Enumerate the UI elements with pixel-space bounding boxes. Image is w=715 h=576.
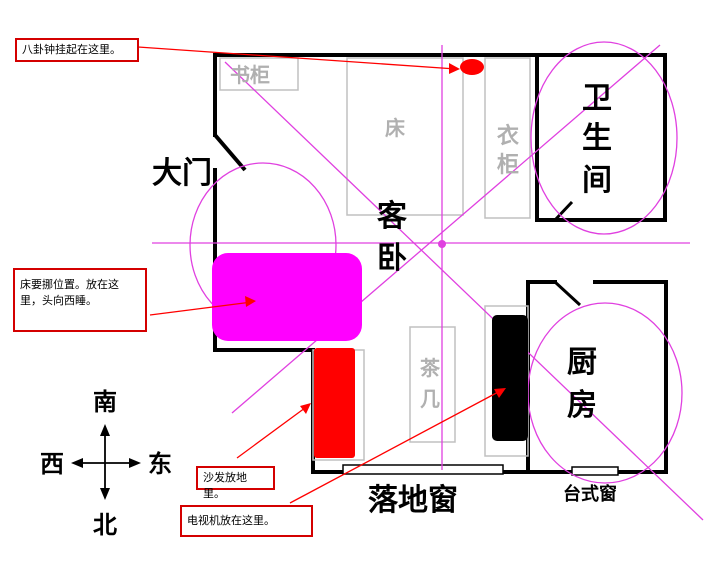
wardrobe-label-1: 衣	[497, 123, 519, 149]
floor-window-label: 落地窗	[368, 483, 458, 518]
bathroom-label-2: 生	[582, 121, 612, 156]
tea-table-label-2: 几	[420, 387, 440, 411]
compass-south: 南	[93, 388, 117, 416]
bookcase-label: 书柜	[230, 63, 270, 87]
kitchen-label-2: 房	[567, 388, 597, 423]
note-tv: 电视机放在这里。	[180, 505, 313, 537]
main-door-swing	[213, 133, 247, 172]
kitchen-door-swing	[553, 280, 582, 307]
new-bed-position	[212, 253, 362, 341]
bathroom-label-3: 间	[582, 163, 612, 198]
compass-east: 东	[148, 450, 172, 478]
bathroom-door-swing	[553, 200, 574, 222]
note-sofa: 沙发放地里。	[196, 466, 275, 500]
note-bagua-clock: 八卦钟挂起在这里。	[15, 38, 139, 62]
bathroom-label-1: 卫	[582, 81, 612, 116]
center-point	[438, 240, 446, 248]
tv-stand	[492, 315, 528, 441]
tea-table-outline	[409, 326, 456, 443]
bay-window	[571, 466, 619, 476]
pointers	[137, 46, 503, 504]
compass-west: 西	[40, 450, 64, 478]
note-bed-move: 床要挪位置。放在这里，头向西睡。	[13, 268, 147, 332]
bedroom-label-2: 卧	[377, 241, 407, 276]
compass	[71, 424, 141, 500]
floor-window	[342, 464, 504, 475]
kitchen-label-1: 厨	[567, 345, 597, 380]
bay-window-label: 台式窗	[563, 483, 617, 505]
compass-north: 北	[93, 511, 117, 539]
sofa	[314, 348, 355, 458]
tea-table-label-1: 茶	[420, 356, 441, 380]
bed-label: 床	[385, 116, 406, 140]
bedroom-label-1: 客	[377, 199, 407, 234]
bagua-clock	[460, 59, 484, 75]
bookcase-outline	[219, 57, 299, 91]
guide-lines	[152, 41, 704, 521]
wardrobe-outline	[484, 57, 531, 219]
bed-outline	[346, 57, 464, 216]
door-label: 大门	[152, 156, 212, 191]
wardrobe-label-2: 柜	[497, 152, 519, 178]
